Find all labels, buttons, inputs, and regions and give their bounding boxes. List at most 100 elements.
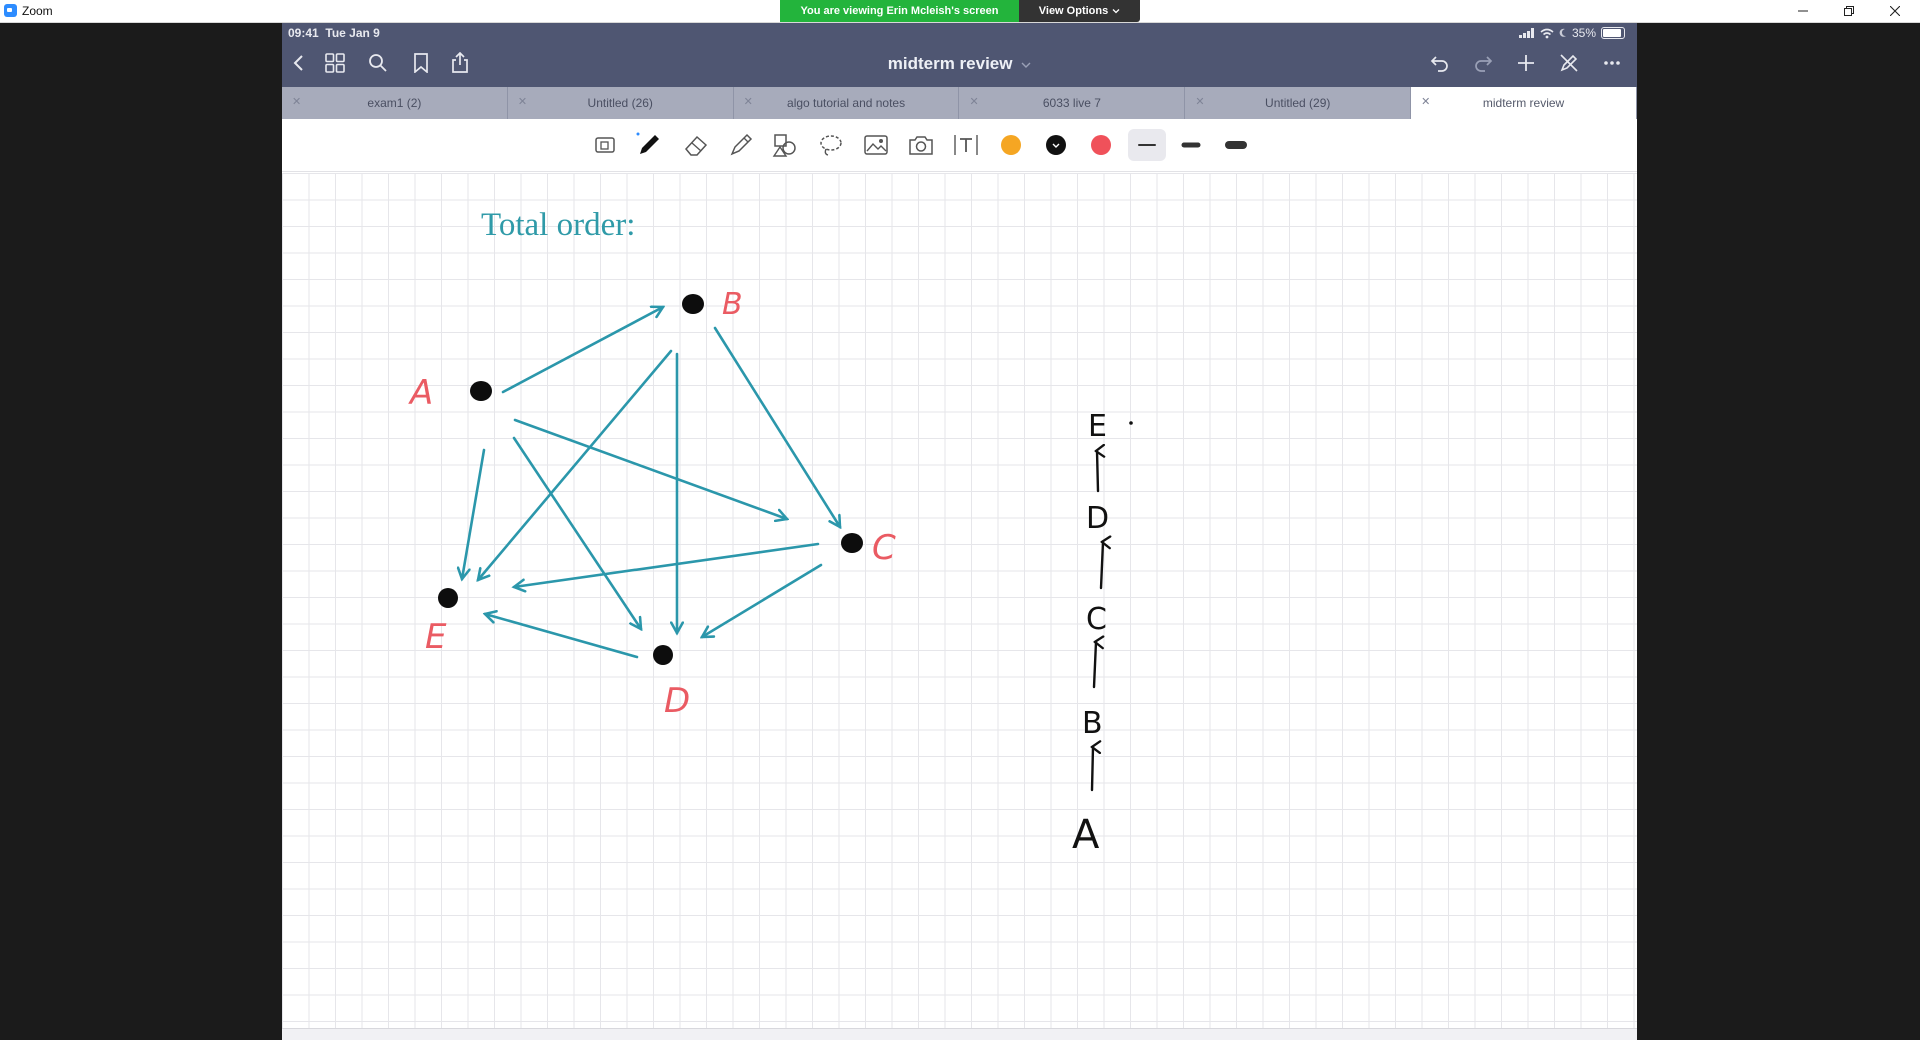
node-a (470, 381, 492, 401)
node-labels: A B C D E (408, 287, 896, 721)
undo-button[interactable] (1425, 48, 1455, 78)
stroke-width-thin[interactable] (1128, 129, 1166, 161)
tab-close-icon[interactable]: ✕ (1421, 96, 1431, 108)
screen-share-banner: You are viewing Erin Mcleish's screen (780, 0, 1019, 22)
thumbnails-button[interactable] (320, 48, 350, 78)
status-bar-time: 09:41 Tue Jan 9 (288, 26, 380, 40)
shared-screen: 09:41 Tue Jan 9 35% midterm review (282, 23, 1637, 1040)
redo-button[interactable] (1468, 48, 1498, 78)
color-swatch-red[interactable] (1085, 129, 1117, 161)
share-icon (452, 52, 468, 73)
edge-b-e (478, 349, 673, 580)
color-swatch-orange[interactable] (995, 129, 1027, 161)
thin-stroke-icon (1138, 144, 1156, 146)
notes-heading: Total order: (481, 207, 635, 243)
eraser-tool[interactable] (680, 129, 712, 161)
node-d (653, 645, 673, 665)
tab-algo-tutorial[interactable]: ✕algo tutorial and notes (733, 87, 960, 119)
add-page-button[interactable] (1511, 48, 1541, 78)
status-time: 09:41 (288, 26, 319, 40)
tab-untitled-29[interactable]: ✕ Untitled (29) (1185, 87, 1412, 119)
label-d: D (664, 681, 690, 721)
tab-label: Untitled (26) (587, 96, 653, 110)
chain-item: E (1088, 409, 1107, 444)
document-title[interactable]: midterm review (282, 54, 1637, 74)
text-tool[interactable] (950, 129, 982, 161)
bookmark-button[interactable] (406, 48, 436, 78)
order-chain: E D C B A (1072, 409, 1133, 858)
image-tool[interactable] (860, 129, 892, 161)
highlighter-tool[interactable] (725, 129, 757, 161)
graph-edges (462, 307, 840, 659)
node-e (438, 588, 458, 608)
tab-6033-live-7[interactable]: ✕6033 live 7 (959, 87, 1186, 119)
search-button[interactable] (363, 48, 393, 78)
moon-icon (1559, 28, 1566, 37)
chevron-down-icon (1021, 62, 1031, 68)
stroke-width-thick[interactable] (1220, 129, 1252, 161)
chain-item: A (1072, 812, 1100, 858)
lasso-icon (820, 135, 842, 156)
red-swatch-icon (1091, 135, 1111, 155)
restore-button[interactable] (1826, 0, 1872, 22)
note-canvas[interactable]: Total order: (282, 173, 1637, 1028)
camera-icon (909, 136, 933, 155)
grid-icon (325, 53, 345, 73)
tab-label: midterm review (1482, 96, 1565, 110)
battery-icon (1601, 27, 1625, 39)
chain-arrow (1099, 542, 1103, 590)
camera-tool[interactable] (905, 129, 937, 161)
zoom-logo-icon (4, 4, 17, 17)
chain-arrow (1092, 747, 1093, 792)
edge-a-c (513, 418, 787, 519)
edge-b-c (713, 326, 840, 527)
tab-close-icon[interactable]: ✕ (743, 96, 753, 108)
tab-exam1[interactable]: ✕exam1 (2) (282, 87, 508, 119)
zoom-title-bar: Zoom You are viewing Erin Mcleish's scre… (0, 0, 1920, 23)
more-button[interactable] (1597, 48, 1627, 78)
handwritten-notes: Total order: (408, 207, 1133, 858)
chain-item: C (1086, 602, 1107, 637)
share-button[interactable] (445, 48, 475, 78)
view-options-button[interactable]: View Options (1019, 0, 1140, 22)
chevron-left-icon (293, 55, 303, 71)
view-options-label: View Options (1038, 5, 1109, 17)
edge-a-d (512, 436, 641, 629)
tab-untitled-26[interactable]: ✕ Untitled (26) (507, 87, 734, 119)
cellular-signal-icon (1518, 28, 1534, 38)
drawing-toolbar (282, 119, 1637, 172)
zoom-window-tool[interactable] (589, 129, 621, 161)
thick-stroke-icon (1225, 141, 1247, 149)
status-bar-right: 35% (1518, 26, 1625, 40)
chain-arrow (1097, 451, 1098, 493)
minimize-icon (1798, 10, 1808, 12)
shape-tool[interactable] (770, 129, 802, 161)
page-edge (282, 1028, 1637, 1040)
pencil-off-icon (1560, 54, 1578, 72)
tab-close-icon[interactable]: ✕ (517, 96, 528, 108)
chain-arrows (1092, 451, 1103, 792)
node-b (682, 294, 704, 314)
label-c: C (872, 528, 896, 568)
eraser-icon (685, 135, 708, 156)
tab-label: Untitled (29) (1265, 96, 1331, 110)
pen-tool[interactable] (633, 129, 665, 161)
read-only-toggle[interactable] (1554, 48, 1584, 78)
chain-item: D (1086, 501, 1109, 536)
tab-close-icon[interactable]: ✕ (292, 96, 302, 108)
stroke-width-medium[interactable] (1175, 129, 1207, 161)
lasso-tool[interactable] (815, 129, 847, 161)
medium-stroke-icon (1181, 142, 1201, 148)
selected-check-icon (1052, 143, 1060, 148)
edge-d-e (485, 614, 639, 659)
minimize-button[interactable] (1780, 0, 1826, 22)
shapes-icon (772, 134, 796, 157)
chevron-down-icon (1112, 9, 1120, 14)
close-icon (1890, 6, 1900, 16)
tab-midterm-review[interactable]: ✕ midterm review (1411, 87, 1637, 119)
color-swatch-black[interactable] (1040, 129, 1072, 161)
close-window-button[interactable] (1872, 0, 1918, 22)
back-button[interactable] (284, 48, 314, 78)
tab-close-icon[interactable]: ✕ (969, 96, 979, 108)
tab-close-icon[interactable]: ✕ (1195, 96, 1205, 108)
